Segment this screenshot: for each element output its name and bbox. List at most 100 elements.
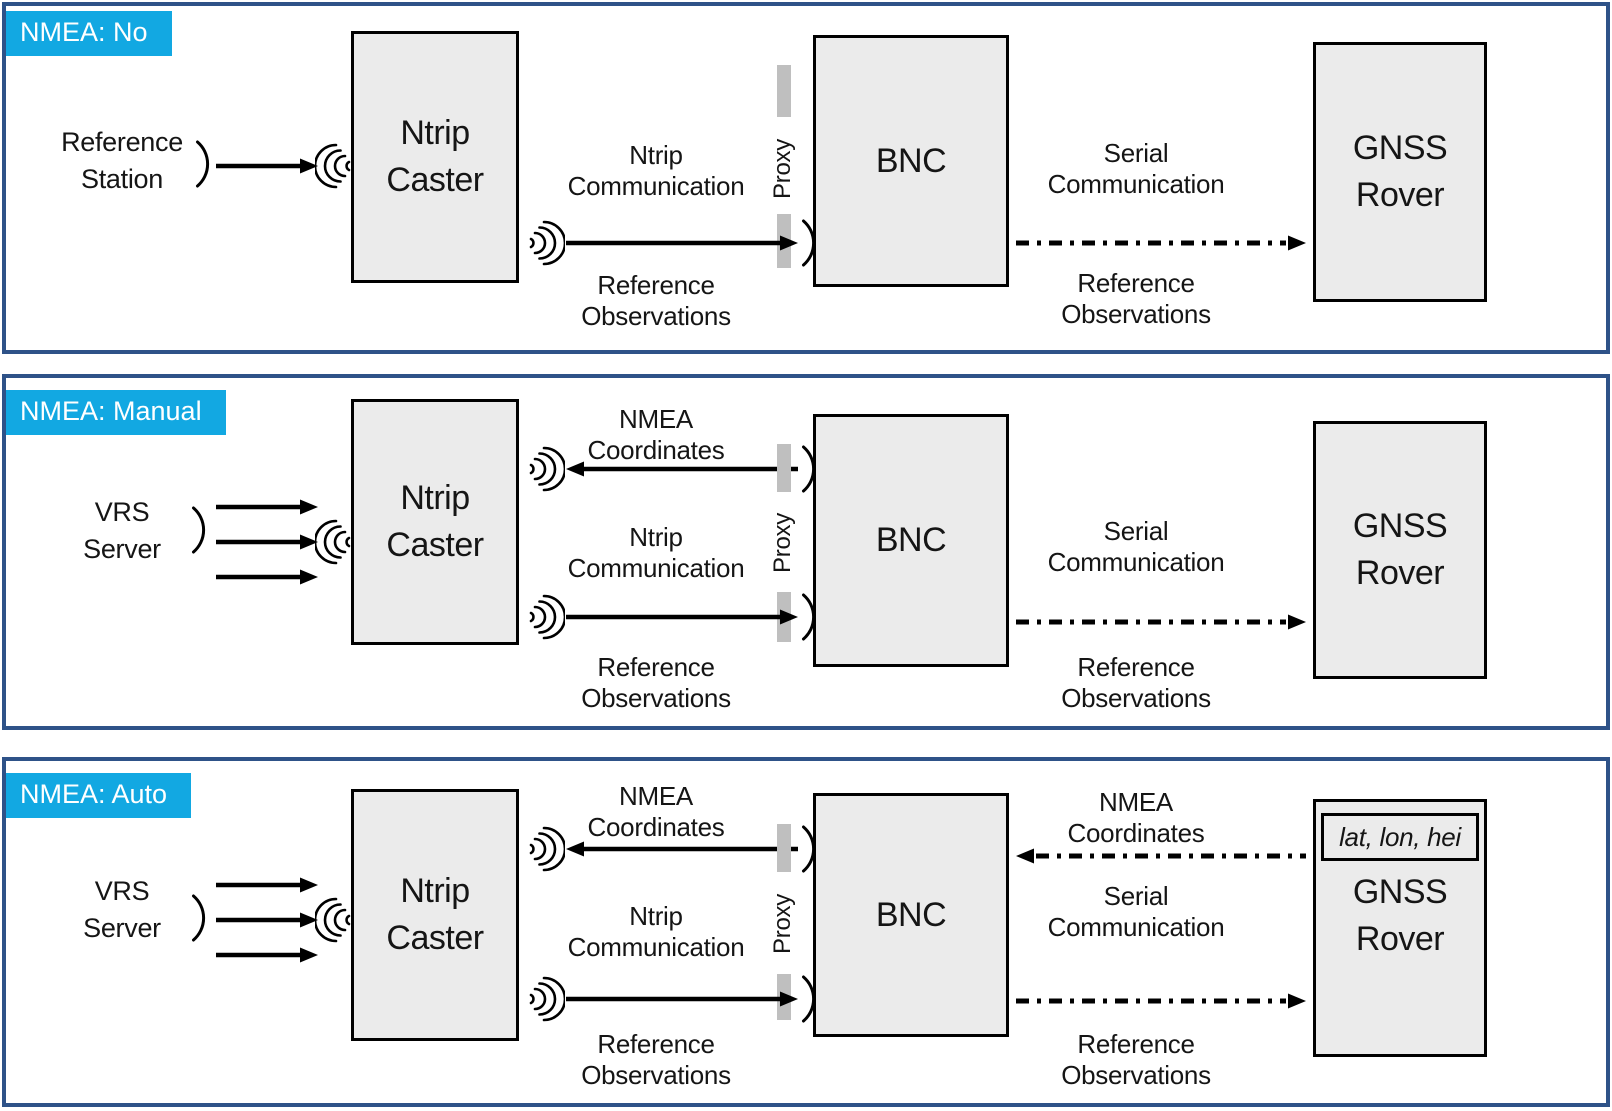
bnc-box: BNC: [813, 35, 1009, 287]
arrow-serial-to-rover: [1016, 614, 1306, 630]
ntrip-caster-box: Ntrip Caster: [351, 789, 519, 1041]
serial-communication-label: Serial Communication: [1001, 516, 1271, 578]
wave-transmit-icon: [529, 826, 565, 872]
label-line: Ntrip: [629, 140, 683, 170]
arrow-vrs-stream-3: [216, 947, 318, 963]
label-line: Serial: [1103, 881, 1169, 911]
nmea-coordinates-label: NMEA Coordinates: [506, 404, 806, 466]
gnss-rover-box: lat, lon, hei GNSS Rover: [1313, 799, 1487, 1057]
wave-transmit-icon: [529, 594, 565, 640]
label-line: Station: [81, 164, 163, 194]
label-line: Serial: [1103, 516, 1169, 546]
label-line: Observations: [1061, 299, 1211, 329]
ntrip-communication-label: Ntrip Communication: [506, 140, 806, 202]
arrow-vrs-stream-3: [216, 569, 318, 585]
gnss-rover-box: GNSS Rover: [1313, 42, 1487, 302]
arrow-nmea-to-caster: [566, 461, 798, 477]
reference-station-label: Reference Station: [22, 124, 222, 198]
box-label-line: Ntrip: [400, 479, 470, 517]
box-label-line: Ntrip: [400, 114, 470, 152]
label-line: Reference: [597, 652, 715, 682]
box-label-line: Ntrip: [400, 872, 470, 910]
box-label-line: GNSS: [1352, 129, 1448, 167]
arrow-vrs-stream-1: [216, 499, 318, 515]
wave-receive-icon: [315, 519, 351, 565]
panel-nmea-no: NMEA: No Reference Station Ntrip Caster …: [2, 2, 1610, 354]
label-line: Ntrip: [629, 522, 683, 552]
nmea-coordinates-label: NMEA Coordinates: [506, 781, 806, 843]
nmea-coordinates-label: NMEA Coordinates: [1001, 787, 1271, 849]
ntrip-communication-label: Ntrip Communication: [506, 901, 806, 963]
label-line: NMEA: [619, 404, 693, 434]
arrow-observations-to-bnc: [566, 235, 798, 251]
signal-arc-icon: [192, 894, 206, 942]
arrow-vrs-stream-1: [216, 877, 318, 893]
serial-communication-label: Serial Communication: [1001, 881, 1271, 943]
label-line: Reference: [1077, 652, 1195, 682]
wave-transmit-icon: [529, 446, 565, 492]
wave-transmit-icon: [529, 220, 565, 266]
wave-receive-icon: [315, 897, 351, 943]
label-line: NMEA: [619, 781, 693, 811]
panel-nmea-manual: NMEA: Manual VRS Server Ntrip Caster NME…: [2, 374, 1610, 730]
label-line: Observations: [1061, 1060, 1211, 1090]
label-line: VRS: [94, 876, 150, 906]
proxy-bar-top: [777, 65, 791, 117]
box-label-line: Caster: [386, 526, 484, 564]
box-label-line: BNC: [875, 521, 947, 559]
box-label: GNSS Rover: [1352, 869, 1448, 963]
proxy-bar-top: [777, 444, 791, 492]
label-line: Coordinates: [587, 435, 725, 465]
arrow-nmea-to-bnc: [1016, 848, 1306, 864]
reference-observations-label: Reference Observations: [506, 1029, 806, 1091]
proxy-label: Proxy: [769, 513, 796, 573]
ntrip-communication-label: Ntrip Communication: [506, 522, 806, 584]
arrow-serial-to-rover: [1016, 993, 1306, 1009]
box-label-line: GNSS: [1352, 873, 1448, 911]
arrow-vrs-stream-2: [216, 912, 318, 928]
ntrip-caster-box: Ntrip Caster: [351, 399, 519, 645]
wave-transmit-icon: [529, 976, 565, 1022]
label-line: Coordinates: [587, 812, 725, 842]
label-line: Communication: [567, 932, 745, 962]
label-line: Communication: [1047, 169, 1225, 199]
vrs-server-label: VRS Server: [22, 873, 222, 947]
reference-observations-label: Reference Observations: [1001, 652, 1271, 714]
panel-tag: NMEA: Manual: [6, 390, 226, 435]
label-line: VRS: [94, 497, 150, 527]
box-label-line: Rover: [1355, 920, 1445, 958]
arrow-serial-to-rover: [1016, 235, 1306, 251]
serial-communication-label: Serial Communication: [1001, 138, 1271, 200]
label-line: NMEA: [1099, 787, 1173, 817]
box-label-line: GNSS: [1352, 507, 1448, 545]
box-label-line: Rover: [1355, 176, 1445, 214]
label-line: Observations: [581, 1060, 731, 1090]
bnc-box: BNC: [813, 414, 1009, 667]
arrow-observations-to-bnc: [566, 609, 798, 625]
reference-observations-label: Reference Observations: [1001, 268, 1271, 330]
label-line: Reference: [1077, 268, 1195, 298]
proxy-label: Proxy: [769, 894, 796, 954]
label-line: Observations: [1061, 683, 1211, 713]
proxy-bar-top: [777, 824, 791, 872]
label-line: Reference: [597, 270, 715, 300]
arrow-observations-to-bnc: [566, 991, 798, 1007]
lat-lon-hei-box: lat, lon, hei: [1321, 813, 1479, 861]
box-label-line: BNC: [875, 895, 947, 934]
label-line: Ntrip: [629, 901, 683, 931]
signal-arc-icon: [196, 140, 210, 188]
box-label-line: BNC: [875, 141, 947, 180]
label-line: Server: [83, 534, 161, 564]
arrow-station-to-caster: [216, 158, 318, 174]
signal-arc-icon: [192, 506, 206, 554]
proxy-label: Proxy: [769, 139, 796, 199]
label-line: Reference: [61, 127, 183, 157]
arrow-vrs-stream-2: [216, 534, 318, 550]
label-line: Server: [83, 913, 161, 943]
reference-observations-label: Reference Observations: [506, 652, 806, 714]
wave-receive-icon: [315, 143, 351, 189]
reference-observations-label: Reference Observations: [1001, 1029, 1271, 1091]
reference-observations-label: Reference Observations: [506, 270, 806, 332]
ntrip-caster-box: Ntrip Caster: [351, 31, 519, 283]
